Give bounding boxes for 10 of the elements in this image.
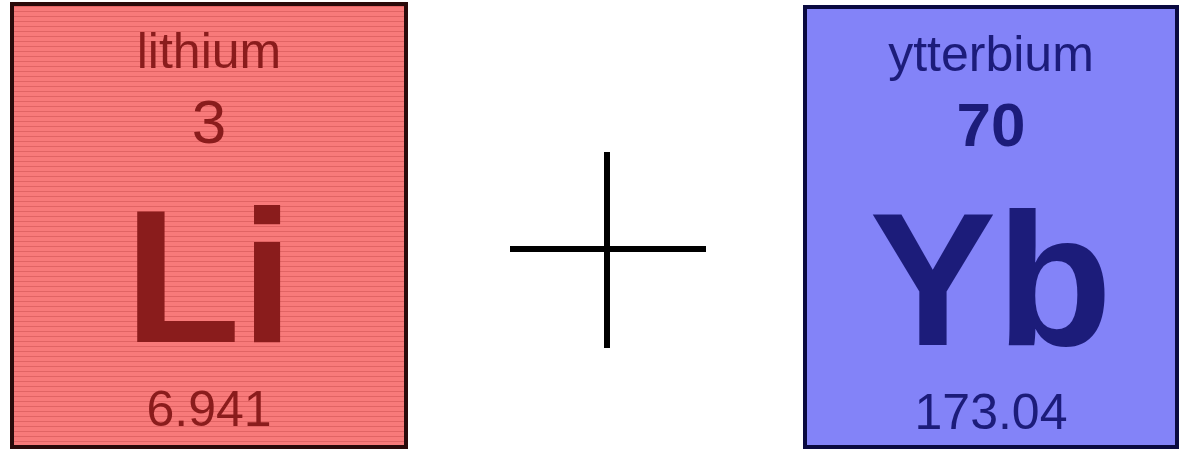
atomic-mass: 6.941 bbox=[146, 384, 272, 434]
element-tile bbox=[10, 2, 408, 449]
element-name: lithium bbox=[136, 26, 282, 76]
atomic-number: 3 bbox=[191, 91, 227, 153]
atomic-mass: 173.04 bbox=[914, 387, 1068, 437]
atomic-number: 70 bbox=[956, 94, 1026, 156]
element-tile bbox=[803, 5, 1179, 449]
element-symbol: Yb bbox=[869, 184, 1113, 374]
element-symbol: Li bbox=[124, 181, 294, 371]
element-name: ytterbium bbox=[888, 29, 1094, 79]
